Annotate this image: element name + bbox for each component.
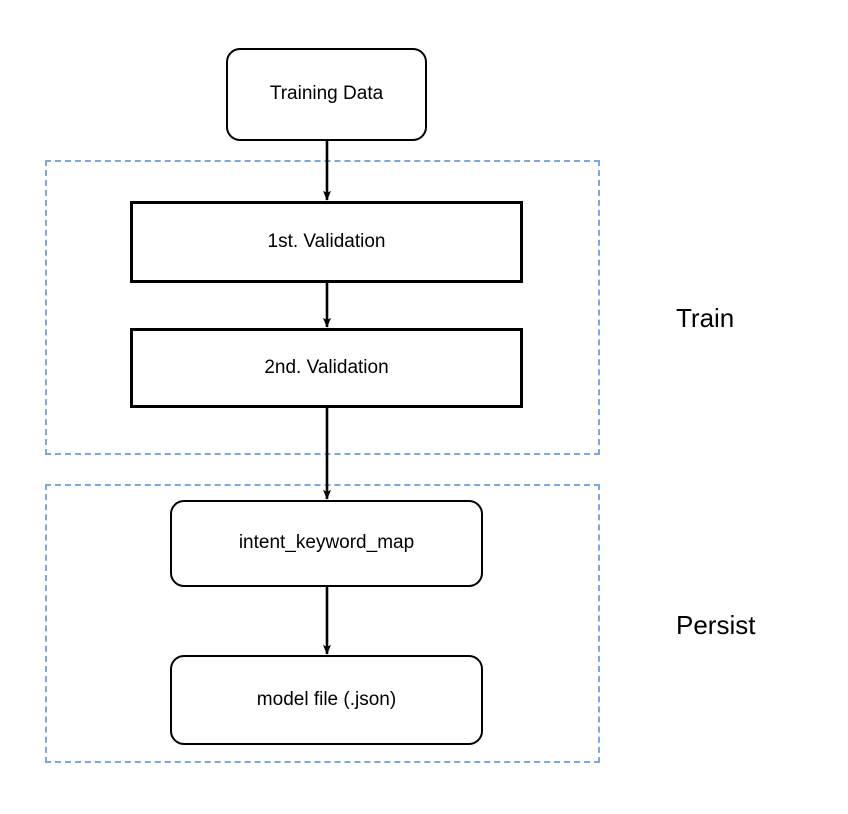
group-container-persist[interactable] bbox=[45, 484, 600, 763]
node-first-validation[interactable]: 1st. Validation bbox=[130, 201, 523, 283]
node-training-data-label: Training Data bbox=[269, 83, 384, 105]
group-container-train[interactable] bbox=[45, 160, 600, 455]
group-label-train: Train bbox=[676, 303, 735, 333]
node-first-validation-label: 1st. Validation bbox=[267, 230, 386, 252]
node-intent-keyword-map-label: intent_keyword_map bbox=[238, 532, 415, 554]
node-model-file[interactable]: model file (.json) bbox=[170, 655, 483, 745]
node-second-validation[interactable]: 2nd. Validation bbox=[130, 328, 523, 408]
node-model-file-label: model file (.json) bbox=[256, 688, 397, 710]
group-label-persist: Persist bbox=[676, 610, 756, 640]
node-training-data[interactable]: Training Data bbox=[226, 48, 427, 141]
node-intent-keyword-map[interactable]: intent_keyword_map bbox=[170, 500, 483, 587]
node-second-validation-label: 2nd. Validation bbox=[264, 356, 389, 378]
